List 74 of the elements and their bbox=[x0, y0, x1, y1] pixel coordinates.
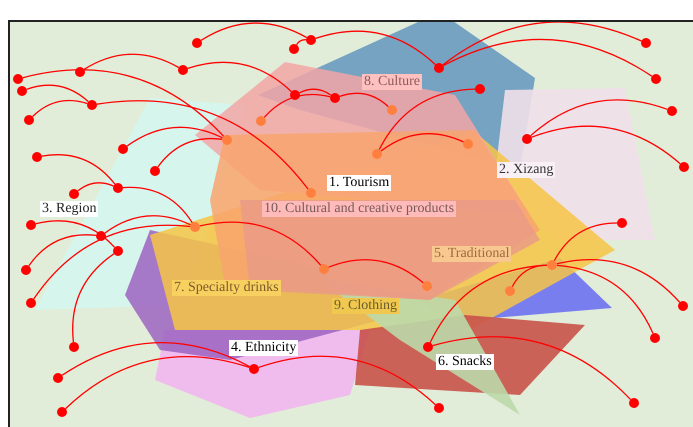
cluster-label: 10. Cultural and creative products bbox=[262, 201, 456, 217]
link-arc bbox=[443, 38, 652, 77]
link-arc bbox=[32, 100, 88, 117]
keyword-dot bbox=[75, 67, 85, 77]
cluster-label: 8. Culture bbox=[362, 74, 422, 90]
cluster-label: 4. Ethnicity bbox=[229, 340, 298, 356]
keyword-dot bbox=[53, 373, 63, 383]
keyword-dot bbox=[434, 403, 444, 413]
link-arc bbox=[328, 259, 424, 284]
link-arc bbox=[65, 356, 250, 410]
cluster-label: 9. Clothing bbox=[332, 298, 400, 314]
link-arc bbox=[316, 30, 436, 66]
link-arc bbox=[104, 215, 191, 234]
keyword-dot bbox=[629, 398, 639, 408]
link-arc bbox=[556, 264, 654, 334]
keyword-dot bbox=[26, 298, 36, 308]
link-arc bbox=[78, 182, 114, 192]
link-arc bbox=[33, 224, 190, 300]
link-arc bbox=[188, 62, 292, 92]
keyword-dot bbox=[69, 342, 79, 352]
keyword-dot bbox=[306, 35, 316, 45]
link-arc bbox=[340, 92, 389, 108]
link-arc bbox=[556, 258, 680, 303]
keyword-dot bbox=[192, 38, 202, 48]
keyword-dot bbox=[289, 44, 299, 54]
link-arc bbox=[200, 222, 322, 266]
keyword-dot bbox=[21, 265, 31, 275]
link-arc bbox=[442, 22, 642, 66]
cluster-label: 7. Specialty drinks bbox=[172, 280, 281, 296]
cluster-label: 3. Region bbox=[40, 201, 98, 217]
link-arc bbox=[432, 336, 631, 400]
keyword-dot bbox=[57, 407, 67, 417]
keyword-dot bbox=[178, 65, 188, 75]
link-arc bbox=[26, 84, 89, 102]
keyword-dot bbox=[650, 333, 660, 343]
link-arc bbox=[72, 253, 114, 342]
keyword-dot bbox=[641, 38, 651, 48]
link-arc bbox=[157, 138, 222, 168]
keyword-dot bbox=[678, 301, 688, 311]
link-arc bbox=[258, 356, 436, 406]
link-arc bbox=[430, 264, 548, 343]
keyword-dot bbox=[69, 189, 79, 199]
keyword-dot bbox=[118, 144, 128, 154]
keyword-dot bbox=[679, 162, 689, 172]
link-arc bbox=[28, 234, 96, 266]
link-arc bbox=[200, 22, 307, 41]
link-arc bbox=[122, 186, 193, 224]
link-arc bbox=[126, 126, 223, 147]
link-arc bbox=[84, 54, 179, 70]
cluster-label: 6. Snacks bbox=[436, 354, 494, 370]
link-arc bbox=[378, 88, 476, 150]
cluster-label: 5. Traditional bbox=[432, 246, 512, 262]
link-arc bbox=[532, 126, 681, 164]
link-arc bbox=[380, 133, 464, 152]
cluster-label: 1. Tourism bbox=[327, 175, 392, 191]
keyword-dot bbox=[24, 115, 34, 125]
link-arc bbox=[42, 154, 116, 185]
cluster-label: 2. Xizang bbox=[497, 162, 556, 178]
link-arc bbox=[264, 94, 330, 118]
keyword-dot bbox=[667, 106, 677, 116]
link-arc bbox=[22, 69, 224, 137]
link-arc bbox=[36, 220, 116, 248]
keyword-dot bbox=[26, 220, 36, 230]
link-arc bbox=[62, 342, 250, 376]
keyword-dot bbox=[87, 100, 97, 110]
link-arc bbox=[296, 39, 306, 46]
link-arc bbox=[530, 99, 668, 136]
keyword-dot bbox=[17, 86, 27, 96]
keyword-dot bbox=[651, 74, 661, 84]
link-arc bbox=[554, 222, 618, 261]
keyword-dot bbox=[32, 152, 42, 162]
link-arc bbox=[96, 100, 308, 190]
keyword-dot bbox=[13, 74, 23, 84]
link-arc bbox=[299, 88, 332, 96]
